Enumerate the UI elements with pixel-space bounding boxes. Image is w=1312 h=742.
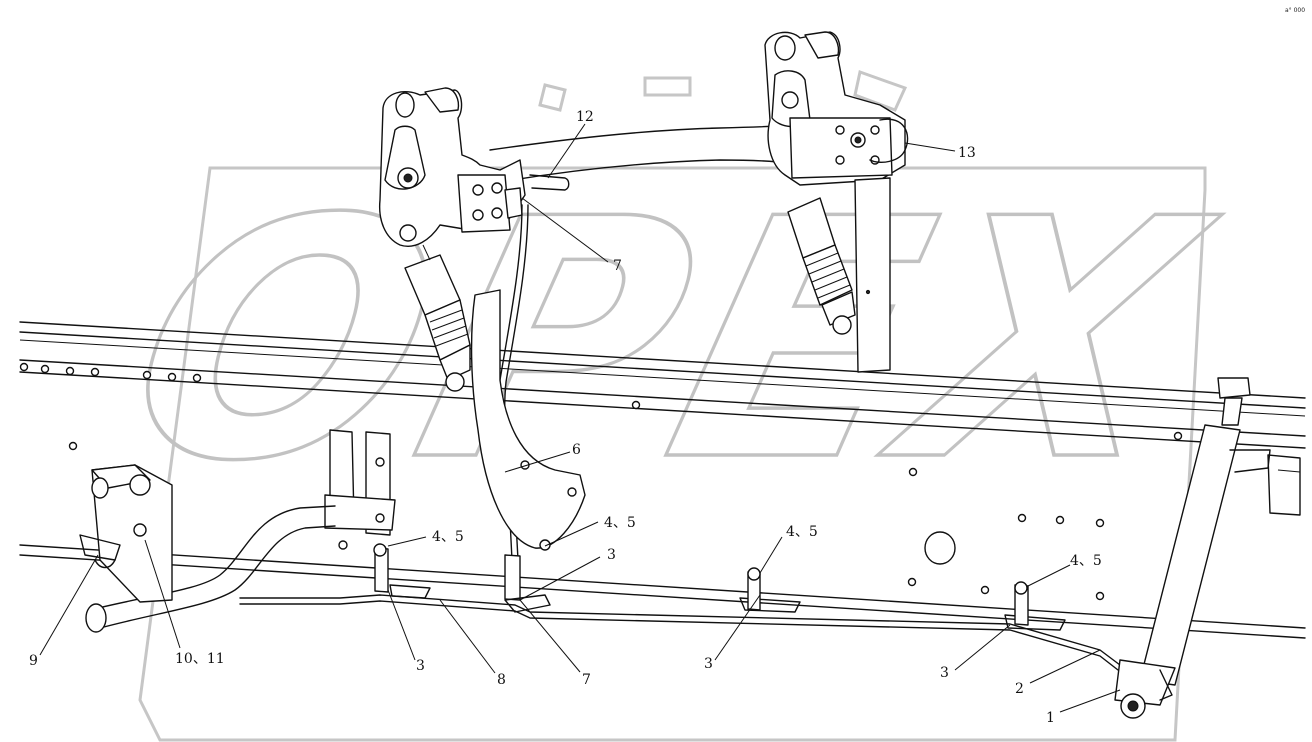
watermark: OPEX — [95, 70, 1240, 742]
callout-13: 13 — [958, 145, 976, 161]
callout-3-left: 3 — [416, 658, 425, 674]
callout-3-upper: 3 — [607, 547, 616, 563]
watermark-text: OPEX — [97, 150, 1239, 534]
callout-4-5-middle: 4、5 — [786, 524, 818, 540]
callout-7-upper: 7 — [613, 258, 622, 274]
callout-12: 12 — [576, 109, 594, 125]
callout-3-middle: 3 — [704, 656, 713, 672]
right-mount-bracket — [764, 31, 909, 373]
callout-7-lower: 7 — [582, 672, 591, 688]
valve-assembly — [79, 464, 173, 603]
callout-labels: 1 2 3 3 3 3 4、5 4、5 4、5 4、5 6 7 7 8 9 10… — [29, 109, 1102, 726]
leader-lines — [39, 123, 1121, 713]
callout-10-11: 10、11 — [175, 651, 225, 667]
corner-mark: a° 000 — [1285, 7, 1305, 14]
callout-2: 2 — [1015, 681, 1024, 697]
callout-4-5-right: 4、5 — [1070, 553, 1102, 569]
callout-6: 6 — [572, 442, 581, 458]
lift-cylinder — [1114, 377, 1271, 719]
callout-4-5-left: 4、5 — [432, 529, 464, 545]
left-mount-bracket — [378, 87, 526, 247]
right-shock-absorber — [787, 197, 871, 335]
pipe-bracket-left — [324, 429, 396, 550]
callout-4-5-center: 4、5 — [604, 515, 636, 531]
frame-rail — [19, 321, 1306, 639]
lower-pipe — [239, 584, 1121, 671]
pipe-clamps — [373, 543, 1029, 626]
callout-9: 9 — [29, 653, 38, 669]
callout-3-right: 3 — [940, 665, 949, 681]
left-shock-absorber — [404, 244, 471, 392]
callout-1: 1 — [1046, 710, 1055, 726]
lever-bracket — [470, 289, 586, 551]
callout-8: 8 — [497, 672, 506, 688]
